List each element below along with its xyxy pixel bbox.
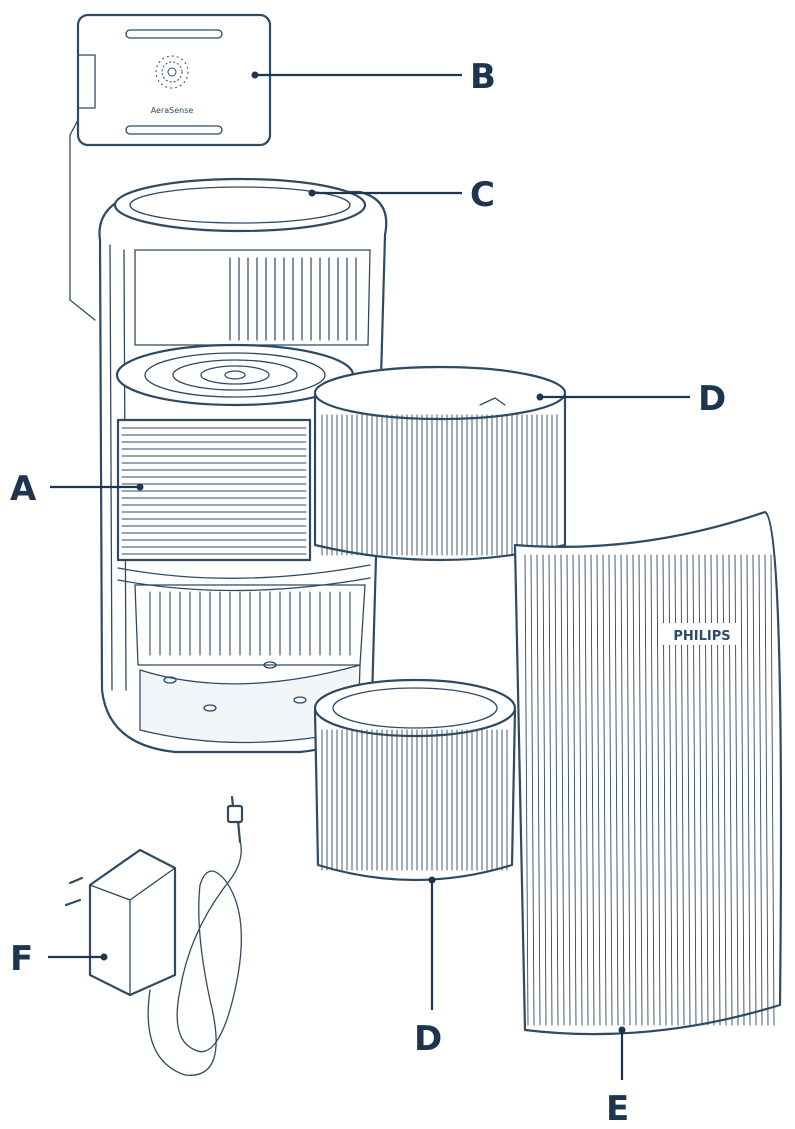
label-a: A: [10, 469, 37, 509]
filter-cylinder-bottom: [315, 680, 515, 880]
aerasense-text: AeraSense: [151, 106, 194, 115]
label-d-bottom: D: [414, 1019, 442, 1059]
label-c: C: [470, 175, 495, 215]
power-adapter: [66, 797, 242, 1075]
label-f: F: [10, 939, 33, 979]
label-e: E: [606, 1089, 629, 1129]
callout-d-bottom: D: [414, 877, 442, 1060]
lower-grille: [135, 585, 365, 665]
philips-logo-text: PHILIPS: [673, 629, 730, 644]
callout-b: B: [252, 57, 496, 97]
label-d-top: D: [698, 379, 726, 419]
label-b: B: [470, 57, 496, 97]
callout-e: E: [606, 1027, 629, 1129]
inner-filter: [118, 420, 310, 560]
front-cover: PHILIPS: [515, 512, 781, 1034]
filter-cylinder-top: [315, 367, 565, 560]
